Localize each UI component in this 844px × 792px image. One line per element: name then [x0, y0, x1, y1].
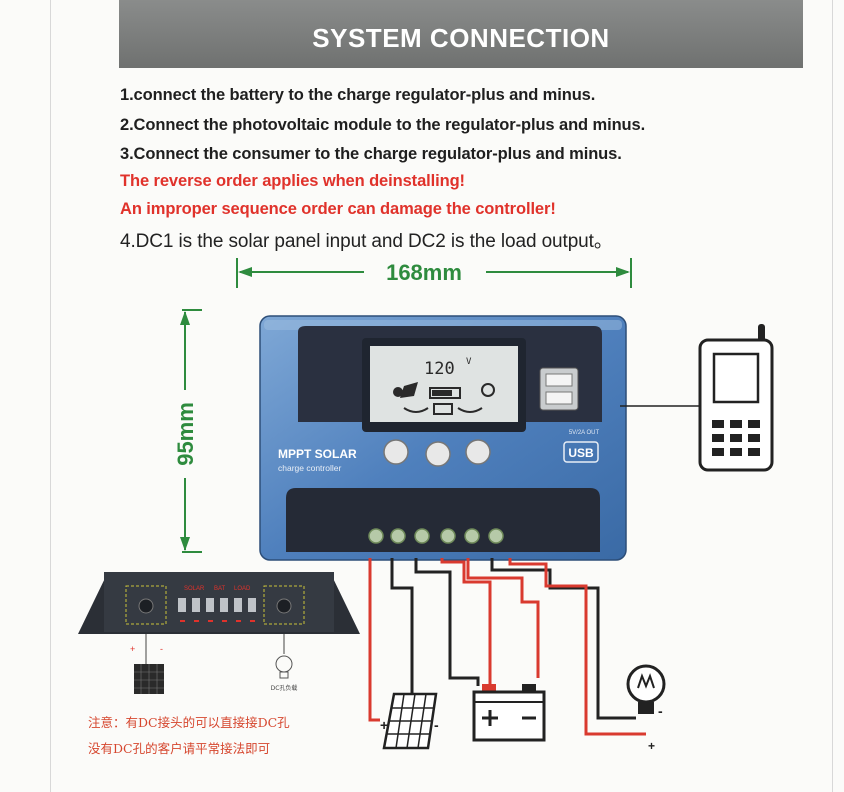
brand-line-2: charge controller: [278, 463, 341, 473]
small-solar-panel-icon: [134, 664, 164, 694]
right-frame-line: [832, 0, 833, 792]
height-label: 95mm: [173, 402, 198, 466]
bulb-minus: -: [658, 703, 663, 719]
warning-reverse-order: The reverse order applies when deinstall…: [120, 172, 465, 190]
usb-port-icon: [539, 367, 579, 411]
lcd-bulb-icon: [481, 383, 495, 397]
small-bulb-icon: [275, 655, 293, 679]
up-button[interactable]: [425, 441, 451, 467]
brand-line-1: MPPT SOLAR: [278, 447, 357, 461]
panel-plus: +: [380, 717, 388, 733]
lcd-unit: V: [466, 357, 472, 367]
menu-button[interactable]: [383, 439, 409, 465]
battery-icon: [472, 684, 546, 742]
instruction-1: 1.connect the battery to the charge regu…: [120, 86, 596, 104]
usb-label: USB: [568, 446, 594, 460]
usb-sub-label: 5V/2A OUT: [569, 430, 600, 436]
light-bulb-icon: - +: [626, 664, 666, 753]
small-label-load: LOAD: [234, 586, 251, 592]
width-label: 168mm: [386, 260, 462, 285]
lcd-sun-icon: [393, 382, 418, 398]
warning-improper-sequence: An improper sequence order can damage th…: [120, 200, 556, 218]
lcd-screen: [370, 346, 518, 422]
instruction-2: 2.Connect the photovoltaic module to the…: [120, 116, 646, 134]
phone-icon: [698, 324, 774, 472]
small-load-caption: DC孔负载: [271, 684, 298, 692]
mppt-controller-device: 120 V MPPT SOLAR charge controller 5V/2A…: [259, 315, 627, 561]
small-minus: -: [160, 644, 163, 654]
footer-note-line-1: 注意：有DC接头的可以直接接DC孔: [88, 715, 290, 730]
down-button[interactable]: [465, 439, 491, 465]
height-dimension: 95mm: [173, 309, 202, 553]
instruction-3: 3.Connect the consumer to the charge reg…: [120, 145, 622, 163]
width-dimension: 168mm: [236, 258, 632, 288]
controller-bottom-view: SOLAR BAT LOAD + - DC孔负载: [78, 572, 360, 694]
small-label-solar: SOLAR: [184, 586, 205, 592]
left-frame-line: [50, 0, 51, 792]
small-plus: +: [130, 644, 135, 654]
header-banner: SYSTEM CONNECTION: [119, 0, 803, 68]
lcd-battery-icon: [429, 387, 461, 399]
small-label-bat: BAT: [214, 586, 226, 592]
bulb-plus: +: [648, 739, 655, 753]
usb-phone-line: [620, 405, 700, 407]
panel-minus: -: [434, 717, 439, 733]
page-title: SYSTEM CONNECTION: [312, 22, 610, 53]
instruction-4: 4.DC1 is the solar panel input and DC2 i…: [120, 231, 613, 252]
footer-note-line-2: 没有DC孔的客户请平常接法即可: [88, 741, 271, 756]
solar-panel-icon: + -: [380, 692, 439, 750]
lcd-value: 120: [424, 359, 455, 379]
